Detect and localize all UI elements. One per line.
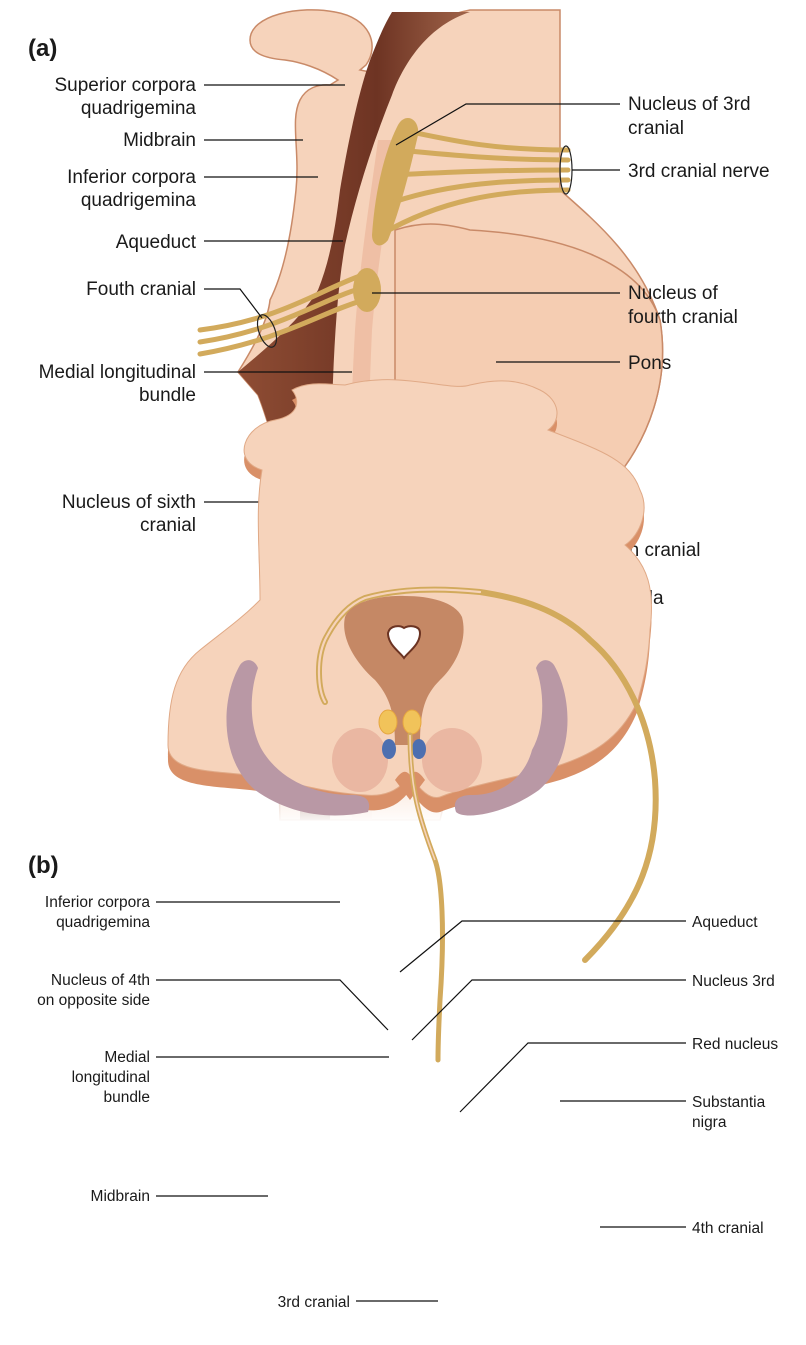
nucleus-sixth-line1: Nucleus of sixth bbox=[62, 492, 196, 513]
label-third-nerve: 3rd cranial nerve bbox=[572, 161, 770, 182]
leader-red-nucleus-b bbox=[460, 1043, 686, 1112]
label-midbrain-a: Midbrain bbox=[123, 130, 303, 151]
panel-b-drawing bbox=[168, 380, 656, 1060]
inferior-corpora-a-line1: Inferior corpora bbox=[67, 167, 196, 188]
leader-nucleus-3rd-b bbox=[412, 980, 686, 1040]
substantia-nigra-line2: nigra bbox=[692, 1114, 727, 1131]
label-midbrain-b: Midbrain bbox=[91, 1188, 268, 1205]
nucleus-4th-shape bbox=[379, 710, 397, 734]
substantia-nigra-line1: Substantia bbox=[692, 1094, 766, 1111]
label-fourth-cranial-b: 4th cranial bbox=[600, 1220, 764, 1237]
label-aqueduct-b: Aqueduct bbox=[400, 914, 758, 972]
panel-a-label: (a) bbox=[28, 35, 57, 62]
leader-nucleus-4th-b bbox=[156, 980, 388, 1030]
midbrain-a-text: Midbrain bbox=[123, 130, 196, 151]
label-fourth-cranial-a: Fouth cranial bbox=[86, 279, 262, 318]
inferior-corpora-a-line2: quadrigemina bbox=[81, 190, 197, 211]
mlb-b-line1: Medial bbox=[104, 1049, 150, 1066]
aqueduct-b-text: Aqueduct bbox=[692, 914, 758, 931]
superior-corpora-line2: quadrigemina bbox=[81, 98, 197, 119]
inferior-corpora-b-line1: Inferior corpora bbox=[45, 894, 150, 911]
label-substantia-nigra-b: Substantia nigra bbox=[560, 1094, 766, 1131]
label-nucleus-4th-b: Nucleus of 4th on opposite side bbox=[37, 972, 388, 1030]
third-nerve-text: 3rd cranial nerve bbox=[628, 161, 770, 182]
fourth-cranial-b-text: 4th cranial bbox=[692, 1220, 764, 1237]
nucleus-sixth-line2: cranial bbox=[140, 515, 196, 536]
midbrain-b-text: Midbrain bbox=[91, 1188, 150, 1205]
nucleus-4th-b-line2: on opposite side bbox=[37, 992, 150, 1009]
mlb-b-line3: bundle bbox=[103, 1089, 150, 1106]
red-nucleus-b-text: Red nucleus bbox=[692, 1036, 778, 1053]
nucleus-4th-b-line1: Nucleus of 4th bbox=[51, 972, 150, 989]
mlb-b-line2: longitudinal bbox=[72, 1069, 150, 1086]
third-cranial-b-text: 3rd cranial bbox=[278, 1294, 350, 1311]
fourth-cranial-a-text: Fouth cranial bbox=[86, 279, 196, 300]
mlb-a-line1: Medial longitudinal bbox=[39, 362, 196, 383]
aqueduct-a-text: Aqueduct bbox=[116, 232, 197, 253]
red-nucleus-left bbox=[332, 728, 388, 792]
panel-b-label: (b) bbox=[28, 852, 59, 879]
label-nucleus-3rd-b: Nucleus 3rd bbox=[412, 973, 775, 1040]
nucleus-fourth-line2: fourth cranial bbox=[628, 307, 738, 328]
label-inferior-corpora-b: Inferior corpora quadrigemina bbox=[45, 894, 340, 931]
inferior-corpora-b-line2: quadrigemina bbox=[56, 914, 150, 931]
nucleus-third-line1: Nucleus of 3rd bbox=[628, 94, 751, 115]
nucleus-3rd-shape bbox=[403, 710, 421, 734]
mlb-left-shape bbox=[382, 739, 396, 759]
red-nucleus-right bbox=[422, 728, 482, 792]
nucleus-3rd-b-text: Nucleus 3rd bbox=[692, 973, 775, 990]
label-third-cranial-b: 3rd cranial bbox=[278, 1294, 438, 1311]
mlb-a-line2: bundle bbox=[139, 385, 196, 406]
nucleus-fourth-line1: Nucleus of bbox=[628, 283, 718, 304]
superior-corpora-line1: Superior corpora bbox=[54, 75, 196, 96]
leader-fourth-cranial-a bbox=[204, 289, 262, 318]
mlb-right-shape bbox=[412, 739, 426, 759]
label-mlb-b: Medial longitudinal bundle bbox=[72, 1049, 389, 1106]
pons-text: Pons bbox=[628, 353, 671, 374]
nucleus-third-line2: cranial bbox=[628, 118, 684, 139]
